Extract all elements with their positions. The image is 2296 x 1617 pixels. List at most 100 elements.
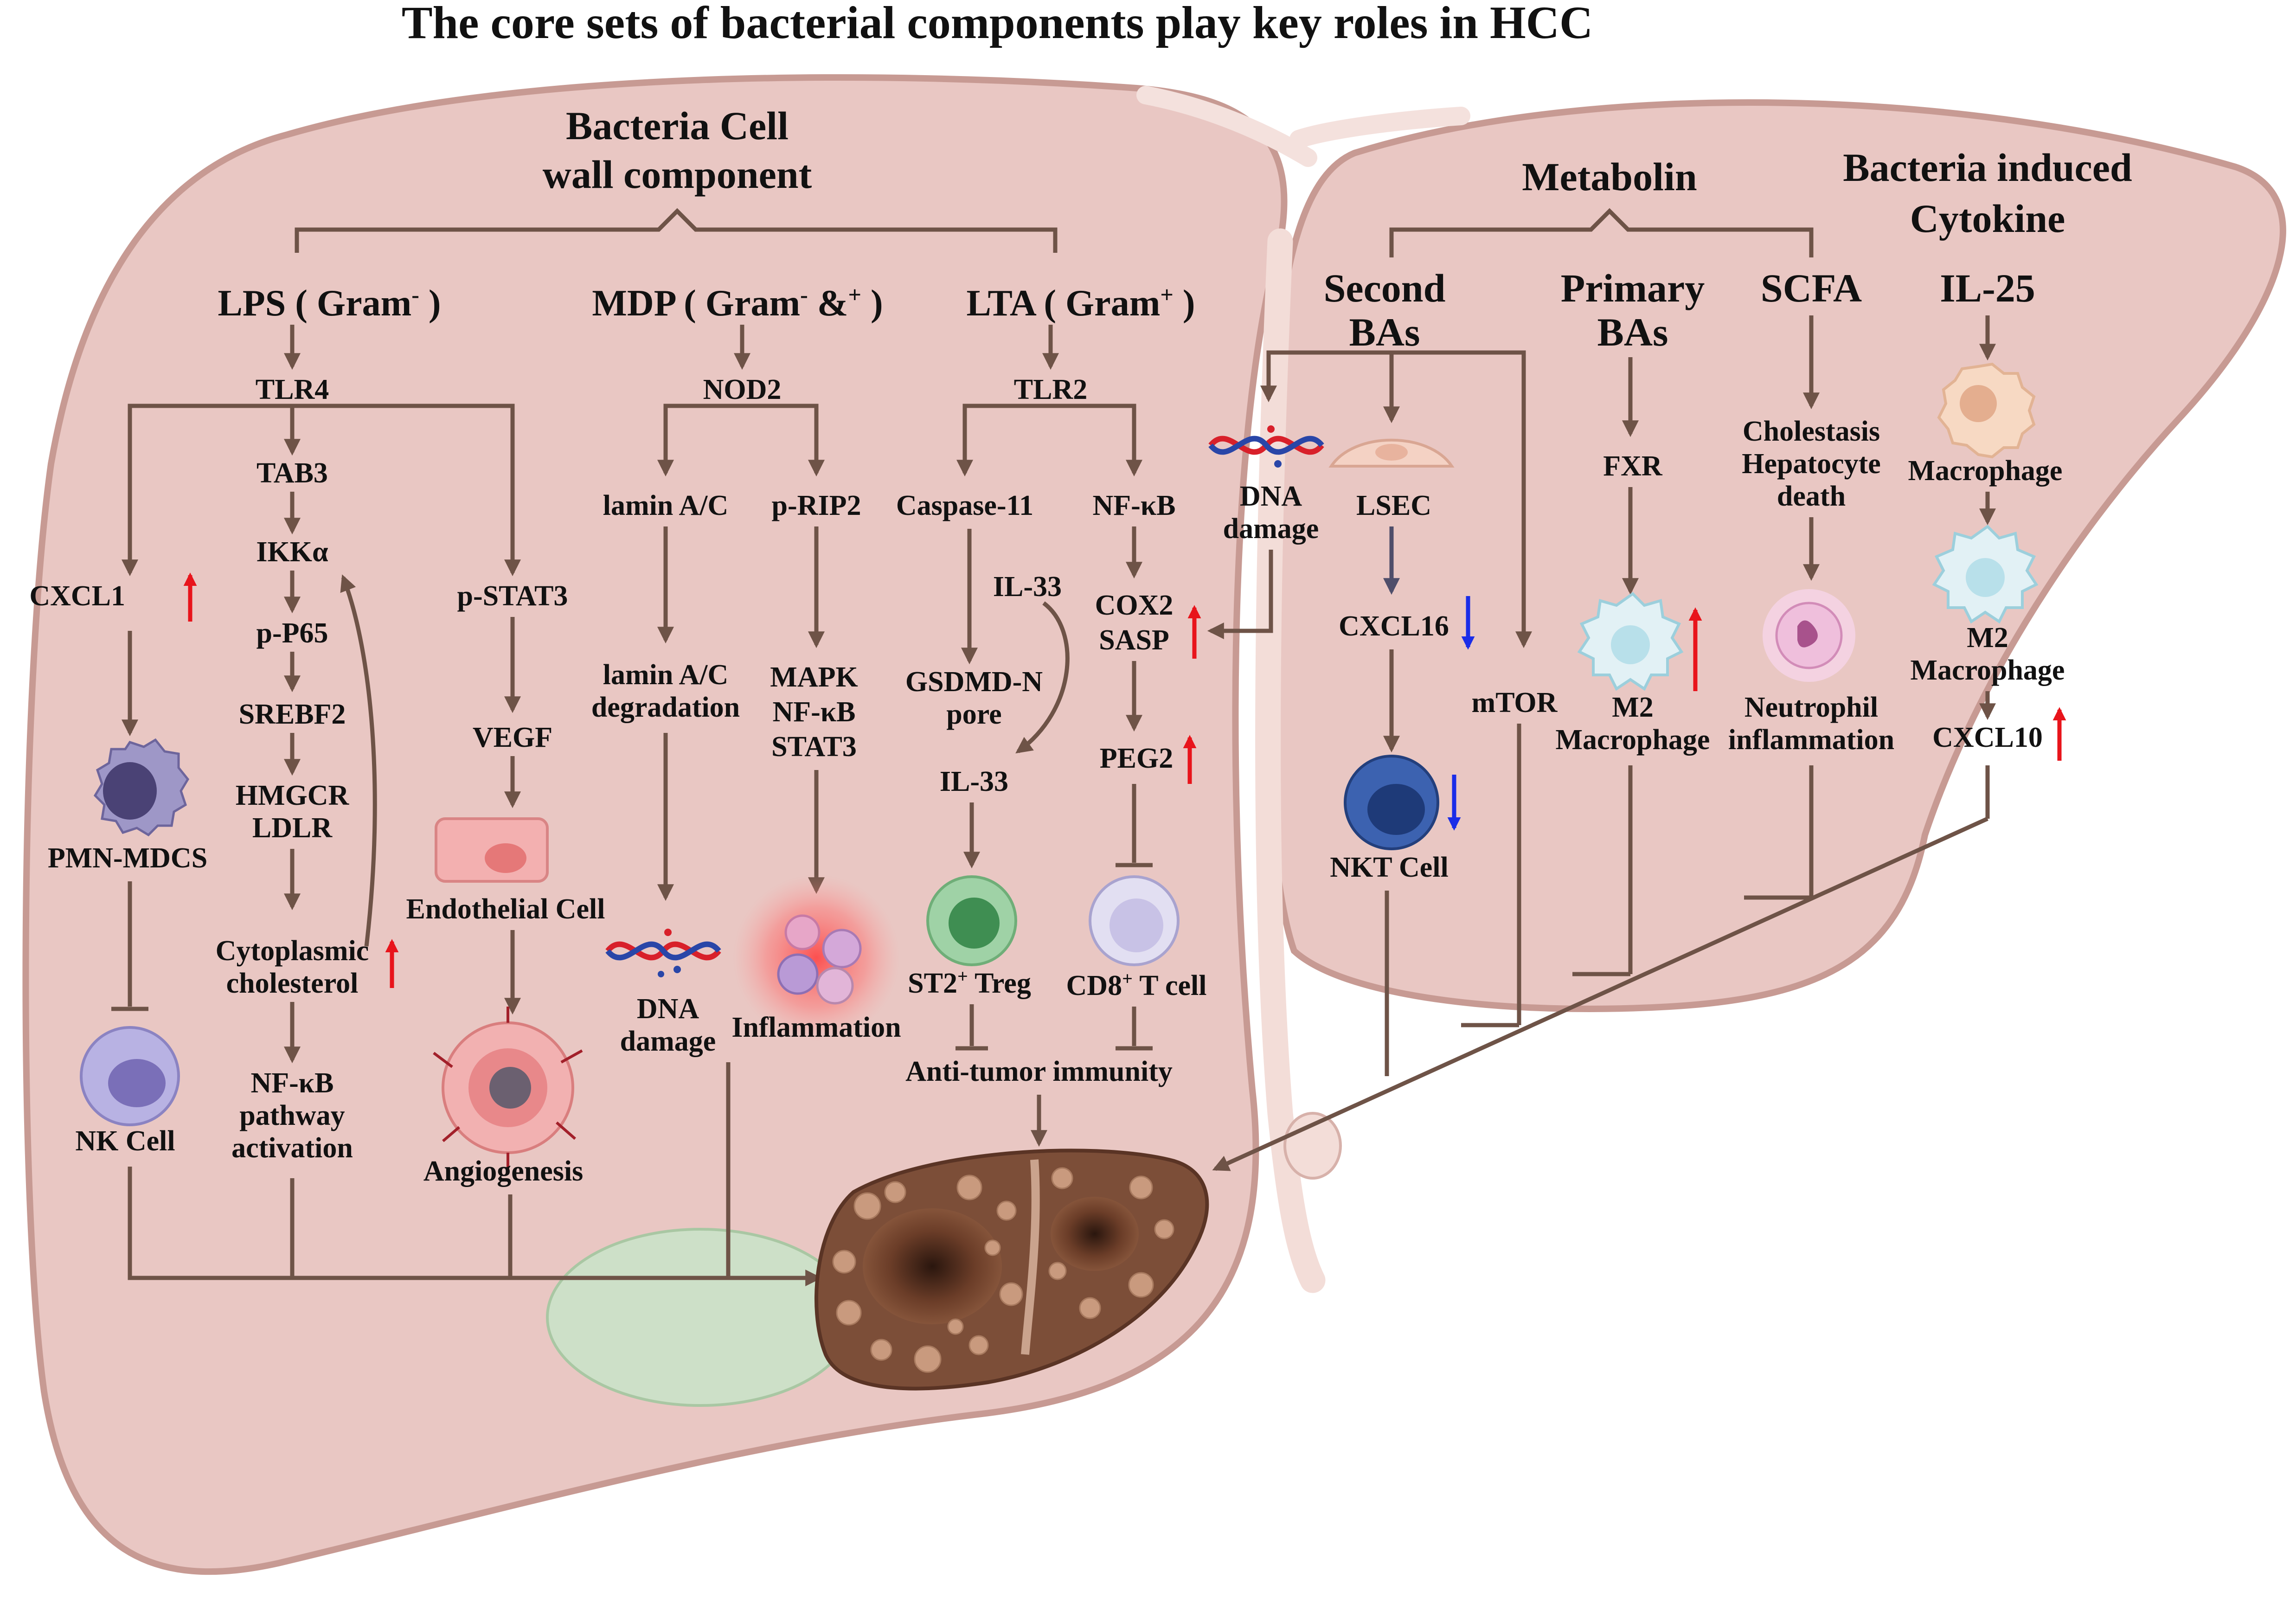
mdp-dna-line2: damage: [620, 1026, 716, 1057]
lps-chol-line1: Cytoplasmic: [216, 935, 369, 967]
primary-bas-line1: Primary: [1561, 266, 1705, 310]
macrophage-icon: [1937, 362, 2036, 459]
second-bas-dna-line1: DNA: [1240, 481, 1302, 512]
cd8-t-cell-icon: [1089, 875, 1180, 966]
hcc-tumor-liver-icon: [815, 1149, 1209, 1391]
il25-title: IL-25: [1940, 266, 2035, 310]
mdp-inflammation: Inflammation: [731, 1012, 901, 1043]
lps-srebf2: SREBF2: [239, 699, 346, 730]
lta-peg2: PEG2: [1100, 743, 1173, 774]
il25-m2-line1: M2: [1967, 622, 2008, 654]
neutrophil-icon: [1763, 589, 1855, 682]
nk-cell-icon: [80, 1026, 180, 1126]
primary-bas-m2-line1: M2: [1612, 692, 1654, 723]
lps-ikka: IKKα: [256, 536, 328, 568]
lps-title: LPS ( Gram- ): [218, 282, 441, 324]
lta-anti-tumor: Anti-tumor immunity: [905, 1056, 1173, 1087]
arrow-il33-curve: [1015, 601, 1070, 754]
lta-cd8-t-cell: CD8+ T cell: [1066, 968, 1207, 1002]
lsec-cell-icon: [1328, 438, 1455, 468]
arrow-dna-cox2: [1207, 550, 1273, 639]
second-bas-nkt: NKT Cell: [1330, 852, 1448, 883]
mdp-stat3: STAT3: [771, 731, 857, 763]
lta-st2-treg: ST2+ Treg: [908, 966, 1031, 1000]
feedback-cholesterol-ikka: [340, 574, 377, 947]
section-cytokine-line1: Bacteria induced: [1843, 145, 2132, 190]
right-drop-lines: [1385, 724, 1990, 1076]
dna-helix-icon: [605, 929, 721, 977]
lps-pstat3: p-STAT3: [457, 580, 568, 612]
lps-nfkb-line3: activation: [231, 1132, 353, 1164]
lta-gsdmd-line1: GSDMD-N: [905, 666, 1043, 698]
treg-cell-icon: [926, 875, 1017, 966]
mdp-lamin-deg-line2: degradation: [591, 692, 740, 723]
second-bas-dna-line2: damage: [1223, 513, 1319, 545]
mdp-nfkb: NF-κB: [772, 696, 855, 728]
mdp-mapk: MAPK: [770, 661, 858, 693]
falciform-ligament: [1136, 86, 1470, 167]
lta-cox2: COX2: [1095, 590, 1174, 621]
ligament-band: [1255, 228, 1326, 1293]
angiogenesis-tumor-icon: [433, 1007, 583, 1169]
lps-pmn-mdcs: PMN-MDCS: [48, 842, 207, 874]
mdp-lamin-deg-line1: lamin A/C: [603, 659, 728, 691]
inflammation-icon: [733, 874, 900, 1041]
lta-il33-a: IL-33: [993, 571, 1062, 603]
metabolin-bracket: [1389, 208, 1814, 257]
arrow-to-tumor-right: [1212, 816, 1988, 1171]
m2-macrophage-icon: [1577, 592, 1684, 691]
mdp-dna-line1: DNA: [637, 993, 699, 1025]
dna-helix-icon-2: [1208, 425, 1324, 468]
lta-gsdmd-line2: pore: [946, 699, 1001, 730]
lta-tlr2: TLR2: [1014, 374, 1087, 405]
lta-nfkb: NF-κB: [1092, 490, 1175, 521]
lps-hmgcr: HMGCR: [236, 780, 350, 811]
scfa-neutrophil-line1: Neutrophil: [1744, 692, 1878, 723]
il25-macrophage: Macrophage: [1908, 455, 2063, 487]
lta-caspase11: Caspase-11: [896, 490, 1033, 521]
second-bas-line1: Second: [1324, 266, 1446, 310]
lta-title: LTA ( Gram+ ): [967, 282, 1195, 324]
primary-bas-line2: BAs: [1597, 310, 1668, 354]
second-bas-cxcl16: CXCL16: [1339, 610, 1449, 642]
lta-sasp: SASP: [1099, 624, 1169, 656]
section-cell-wall-line2: wall component: [543, 152, 812, 197]
lps-tab3: TAB3: [257, 457, 328, 489]
lps-cxcl1: CXCL1: [29, 580, 125, 612]
lps-tlr4: TLR4: [256, 374, 329, 405]
primary-bas-fxr: FXR: [1603, 450, 1663, 482]
m2-macrophage-icon-2: [1932, 525, 2039, 624]
second-bas-mtor: mTOR: [1472, 687, 1558, 719]
primary-bas-m2-line2: Macrophage: [1556, 724, 1710, 756]
scfa-cholestasis: Cholestasis: [1743, 416, 1880, 447]
il25-cxcl10: CXCL10: [1932, 722, 2043, 753]
scfa-title: SCFA: [1761, 266, 1862, 310]
lps-nfkb-line1: NF-κB: [250, 1067, 333, 1099]
second-bas-lsec: LSEC: [1356, 490, 1431, 521]
lps-ldlr: LDLR: [252, 812, 333, 844]
section-cytokine-line2: Cytokine: [1910, 196, 2065, 241]
il25-m2-line2: Macrophage: [1911, 654, 2065, 686]
lps-pp65: p-P65: [257, 617, 328, 649]
section-metabolin: Metabolin: [1522, 154, 1697, 199]
gallbladder: [546, 1228, 855, 1407]
lps-endothelial: Endothelial Cell: [406, 893, 605, 925]
lps-chol-line2: cholesterol: [226, 968, 359, 999]
tlr4-branch: [128, 404, 515, 573]
lta-il33-b: IL-33: [940, 766, 1008, 797]
lps-nfkb-line2: pathway: [239, 1100, 345, 1131]
scfa-hepatocyte: Hepatocyte: [1742, 448, 1881, 480]
lps-angiogenesis: Angiogenesis: [423, 1155, 583, 1187]
section-cell-wall-line1: Bacteria Cell: [566, 103, 789, 148]
second-bas-line2: BAs: [1349, 310, 1420, 354]
lps-nk-cell: NK Cell: [75, 1125, 175, 1157]
mdp-nod2: NOD2: [703, 374, 782, 405]
nkt-cell-icon: [1344, 755, 1439, 850]
page-title: The core sets of bacterial components pl…: [402, 0, 1593, 48]
mdp-prip2: p-RIP2: [772, 490, 861, 521]
scfa-neutrophil-line2: inflammation: [1728, 724, 1894, 756]
lps-vegf: VEGF: [473, 722, 552, 753]
scfa-death: death: [1777, 481, 1846, 512]
cell-wall-bracket: [295, 208, 1058, 253]
mdp-title: MDP ( Gram- &+ ): [592, 282, 883, 324]
